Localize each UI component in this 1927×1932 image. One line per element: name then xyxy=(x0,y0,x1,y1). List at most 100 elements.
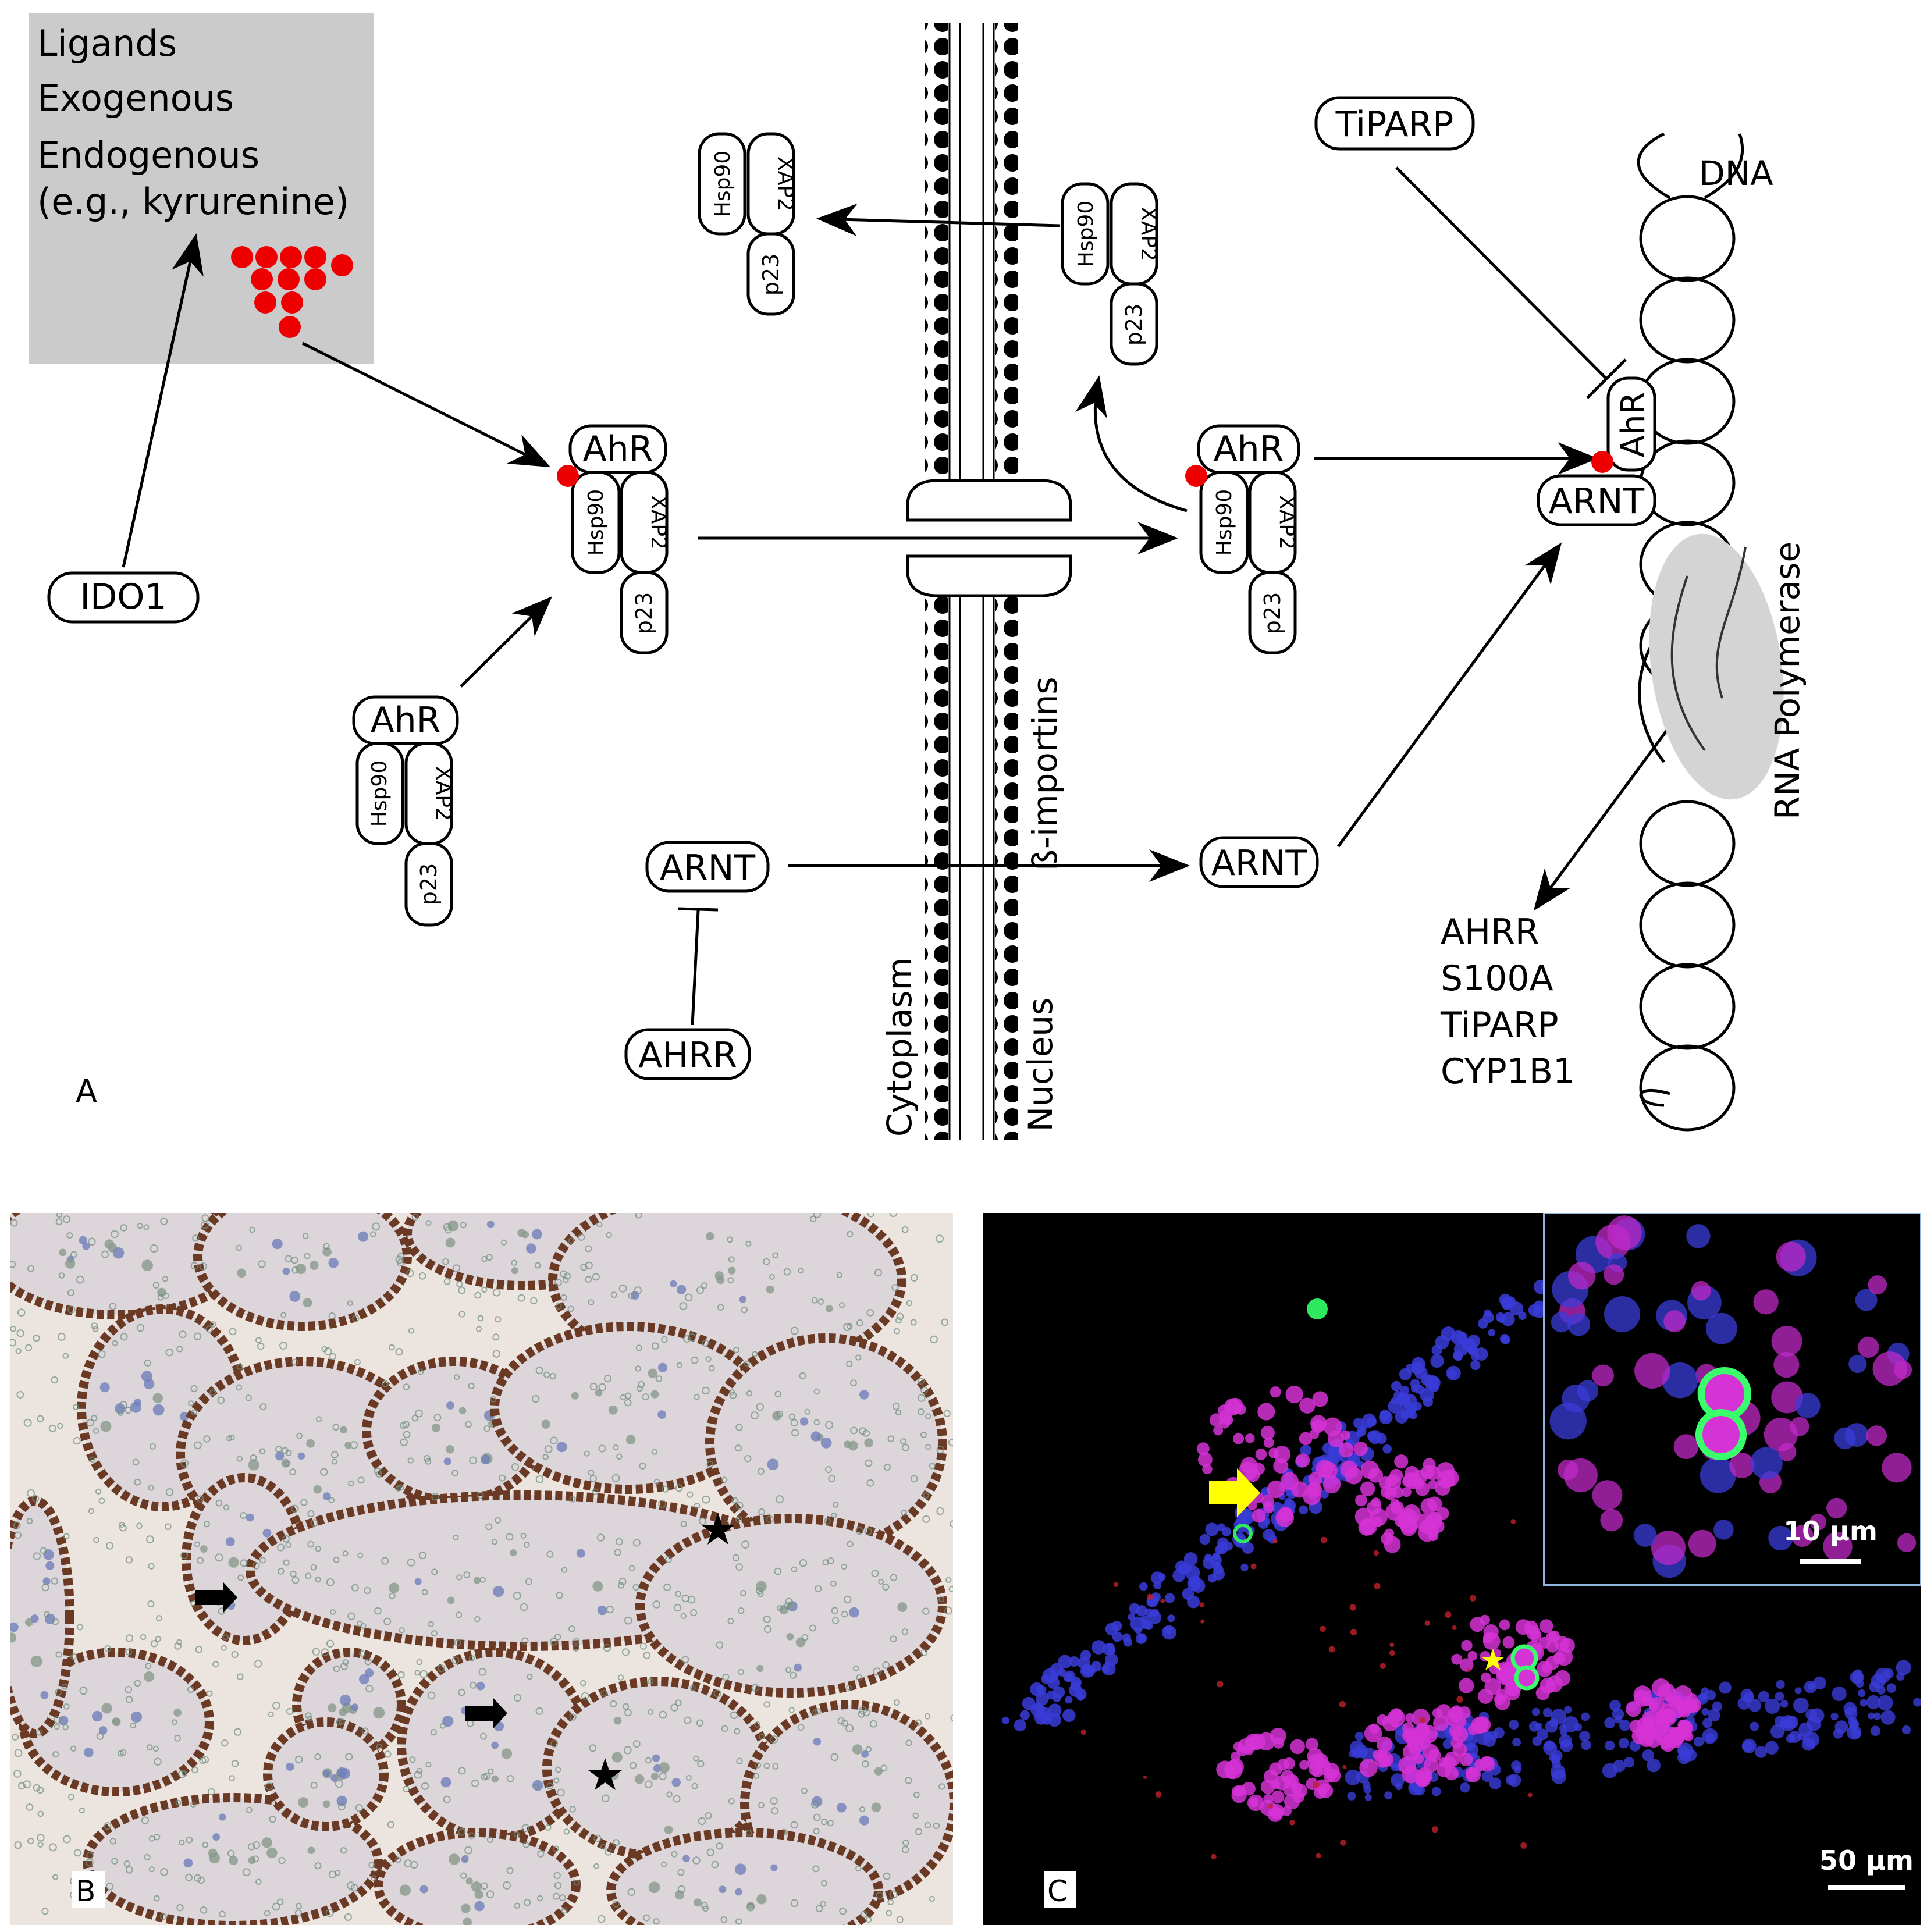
dna-strand-right xyxy=(1704,133,1744,200)
nuclear-pore-lower xyxy=(906,554,1072,597)
dna-strand-left xyxy=(1637,132,1671,200)
panel-a: Ligands Exogenous Endogenous (e.g., kyru… xyxy=(29,13,1807,1140)
dna-loop xyxy=(1639,195,1736,282)
beta-importins-label: ß-importins xyxy=(1025,677,1065,870)
inhibit-tiparp-bar xyxy=(1586,358,1627,399)
membrane-upper-right xyxy=(995,23,1018,477)
double-positive-cell-2 xyxy=(1514,1665,1540,1691)
dna-loop xyxy=(1639,800,1736,887)
bound-ahr-label: AhR xyxy=(583,429,653,469)
ligands-label: Ligands xyxy=(37,22,177,65)
rna-polymerase-label: RNA Polymerase xyxy=(1768,542,1807,820)
released-hsp90-label: Hsp90 xyxy=(711,151,735,218)
trophoblast-arrow-upper xyxy=(195,1582,237,1613)
yellow-arrow-icon xyxy=(1209,1468,1260,1517)
released-p23-label: p23 xyxy=(758,254,784,296)
trophoblast-arrow-lower xyxy=(465,1698,507,1728)
panel-b: B xyxy=(10,1213,953,1925)
ahrr-label: AHRR xyxy=(638,1035,737,1076)
nuclear-p23-label: p23 xyxy=(1121,304,1147,346)
arrow-arnt-to-dna xyxy=(1336,542,1562,848)
nucleus-label: Nucleus xyxy=(1021,998,1060,1132)
target-gene-s100a: S100A xyxy=(1441,958,1553,999)
inset-scale-label: 10 µm xyxy=(1783,1515,1878,1547)
panel-b-label-box xyxy=(72,1871,105,1908)
yellow-star-icon xyxy=(1481,1649,1505,1670)
nuclear-ligand-dot xyxy=(1185,465,1207,487)
tiparp-box: TiPARP xyxy=(1314,96,1475,151)
nuclear-xap2-label: XAP2 xyxy=(1136,207,1160,261)
exogenous-label: Exogenous xyxy=(37,77,234,119)
target-gene-ahrr: AHRR xyxy=(1441,912,1540,952)
arrow-ligand-to-ahr xyxy=(301,341,551,468)
arnt-nucleus-label: ARNT xyxy=(1211,843,1307,884)
panel-c-label-box xyxy=(1044,1871,1076,1908)
ido1-box: IDO1 xyxy=(47,571,200,624)
bound-ligand-dot xyxy=(557,465,579,487)
vessel-star-upper xyxy=(701,1513,735,1545)
cytoplasm-label: Cytoplasm xyxy=(880,958,919,1137)
panel-c-label: C xyxy=(1047,1874,1068,1908)
villus xyxy=(606,1828,883,1925)
released-xap2-label: XAP2 xyxy=(773,156,797,211)
tiparp-label: TiPARP xyxy=(1335,104,1454,145)
dna-arnt-label: ARNT xyxy=(1549,481,1645,522)
placental-villi xyxy=(10,1213,953,1925)
nuclear-hsp90-label: Hsp90 xyxy=(1074,201,1098,268)
target-gene-list: AHRR S100A TiPARP CYP1B1 xyxy=(1440,912,1575,1092)
membrane-upper-left xyxy=(925,23,948,477)
free-p23-label: p23 xyxy=(416,863,442,905)
membrane-lower-left xyxy=(925,582,948,1140)
ligand-dots xyxy=(231,246,353,338)
target-gene-tiparp: TiPARP xyxy=(1440,1005,1559,1045)
ligand-box: Ligands Exogenous Endogenous (e.g., kyru… xyxy=(29,13,374,364)
inhibit-tiparp-ahr xyxy=(1395,166,1607,379)
ligand-box-background xyxy=(29,13,374,364)
nuclear-complex-hsp90-label: Hsp90 xyxy=(1213,489,1236,556)
ido1-label: IDO1 xyxy=(80,577,166,617)
bound-p23-label: p23 xyxy=(631,592,657,634)
free-ahr-complex: AhR Hsp90 XAP2 p23 xyxy=(352,695,459,927)
endogenous-label: Endogenous xyxy=(37,134,259,176)
dna-loop xyxy=(1639,881,1736,969)
arrow-ido1-to-ligands xyxy=(122,233,204,568)
nuclear-complex-p23-label: p23 xyxy=(1260,592,1285,634)
inset-scale-bar xyxy=(1800,1559,1861,1564)
arrow-chaperone-dissociate xyxy=(1075,375,1188,513)
dna-label: DNA xyxy=(1699,154,1773,193)
dna-ligand-dot xyxy=(1591,451,1613,473)
panel-a-label: A xyxy=(76,1073,97,1109)
free-hsp90-label: Hsp90 xyxy=(368,760,392,827)
arnt-cytoplasm: ARNT xyxy=(645,841,770,893)
rna-polymerase xyxy=(1649,533,1784,800)
free-ahr-label: AhR xyxy=(371,700,441,741)
main-scale-label: 50 µm xyxy=(1819,1845,1914,1876)
bound-hsp90-label: Hsp90 xyxy=(584,489,608,556)
panel-c: 10 µm 50 µm C xyxy=(983,1213,1921,1925)
red-blood-cells xyxy=(10,1213,953,1925)
bound-xap2-label: XAP2 xyxy=(646,495,670,550)
inhibit-ahrr-bar xyxy=(678,907,719,912)
vessel-star-lower xyxy=(588,1758,622,1790)
dna-bound-complex: AhR ARNT xyxy=(1537,376,1656,526)
green-cell-mid xyxy=(1233,1524,1253,1543)
dna-loop xyxy=(1639,276,1736,364)
inset-double-positive-cell-2 xyxy=(1695,1409,1747,1460)
membrane-lower-right xyxy=(995,582,1018,1140)
fluorescent-cells xyxy=(1001,1276,1921,1860)
nuclear-ahr-label: AhR xyxy=(1214,429,1284,469)
nuclear-chaperones: Hsp90 XAP2 p23 xyxy=(1061,182,1160,366)
released-chaperones: Hsp90 XAP2 p23 xyxy=(698,132,797,316)
nuclear-membrane xyxy=(906,23,1072,1140)
dna-loop xyxy=(1639,963,1736,1050)
arnt-cytoplasm-label: ARNT xyxy=(660,848,756,888)
dna-ahr-label: AhR xyxy=(1615,392,1652,458)
inhibit-ahrr-arnt xyxy=(691,910,700,1026)
arrow-free-ahr-to-complex xyxy=(460,596,552,688)
villus xyxy=(193,1213,412,1331)
bound-ahr-complex: AhR Hsp90 XAP2 p23 xyxy=(557,424,670,654)
dna-loop xyxy=(1639,1044,1736,1132)
inset: 10 µm xyxy=(1543,1213,1921,1586)
arnt-nucleus: ARNT xyxy=(1199,836,1319,888)
